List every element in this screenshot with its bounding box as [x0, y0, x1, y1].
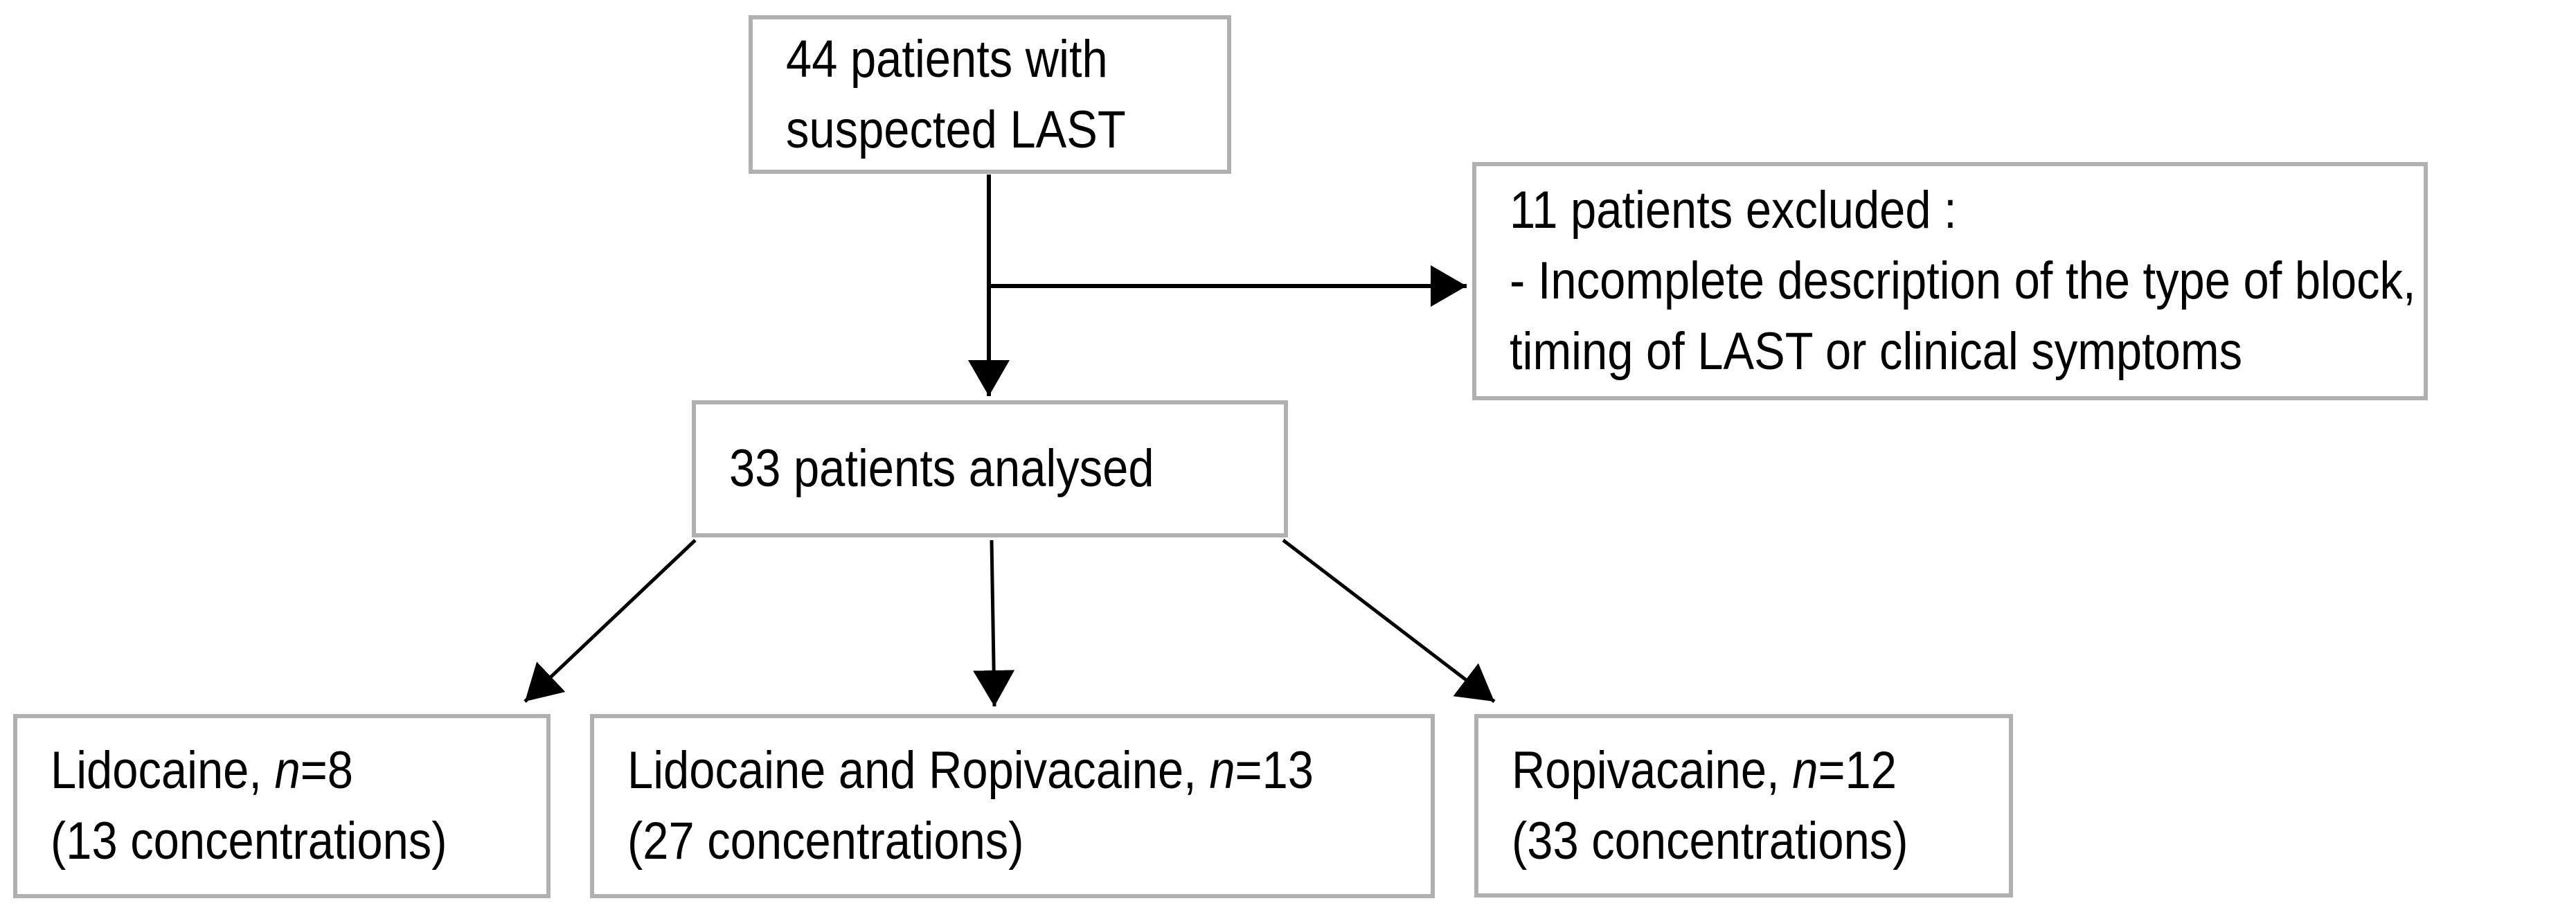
- box-excluded-line-2: - Incomplete description of the type of …: [1510, 251, 2416, 310]
- arrow-analysed-to-lidocaine-ropivacaine: [973, 539, 1015, 707]
- box-suspected-line-2: suspected LAST: [786, 100, 1126, 159]
- lidocaine-n-value: =8: [300, 741, 353, 800]
- box-lidocaine-group: Lidocaine, n=8 (13 concentrations): [13, 714, 551, 898]
- ropivacaine-label: Ropivacaine,: [1512, 740, 1793, 800]
- lidocaine-n-symbol: n: [274, 741, 301, 800]
- box-lidocaine-line-1: Lidocaine, n=8: [51, 735, 481, 806]
- ropivacaine-n-symbol: n: [1792, 740, 1818, 800]
- box-excluded-line-3: timing of LAST or clinical symptoms: [1510, 322, 2243, 381]
- box-analysed-patients: 33 patients analysed: [692, 400, 1288, 537]
- box-analysed-line-1: 33 patients analysed: [729, 439, 1154, 498]
- lidocaine-ropivacaine-n-symbol: n: [1209, 741, 1235, 800]
- box-excluded-patients: 11 patients excluded : - Incomplete desc…: [1472, 162, 2428, 400]
- ropivacaine-n-value: =12: [1818, 740, 1897, 800]
- box-lidocaine-line-2: (13 concentrations): [51, 812, 447, 871]
- box-ropivacaine-line-1: Ropivacaine, n=12: [1512, 735, 1943, 806]
- box-lidocaine-ropivacaine-group: Lidocaine and Ropivacaine, n=13 (27 conc…: [590, 714, 1435, 898]
- box-lidocaine-ropivacaine-line-2: (27 concentrations): [627, 812, 1024, 871]
- lidocaine-ropivacaine-label: Lidocaine and Ropivacaine,: [627, 741, 1210, 800]
- box-suspected-line-1: 44 patients with: [786, 29, 1108, 89]
- arrow-analysed-to-ropivacaine: [1282, 539, 1496, 703]
- box-suspected-patients: 44 patients with suspected LAST: [749, 15, 1231, 174]
- box-ropivacaine-group: Ropivacaine, n=12 (33 concentrations): [1474, 714, 2013, 898]
- box-ropivacaine-line-2: (33 concentrations): [1512, 811, 1908, 871]
- lidocaine-label: Lidocaine,: [51, 741, 275, 800]
- box-lidocaine-ropivacaine-line-1: Lidocaine and Ropivacaine, n=13: [627, 735, 1328, 806]
- arrow-analysed-to-lidocaine: [524, 539, 697, 703]
- box-excluded-line-1: 11 patients excluded :: [1510, 181, 1957, 240]
- lidocaine-ropivacaine-n-value: =13: [1235, 741, 1314, 800]
